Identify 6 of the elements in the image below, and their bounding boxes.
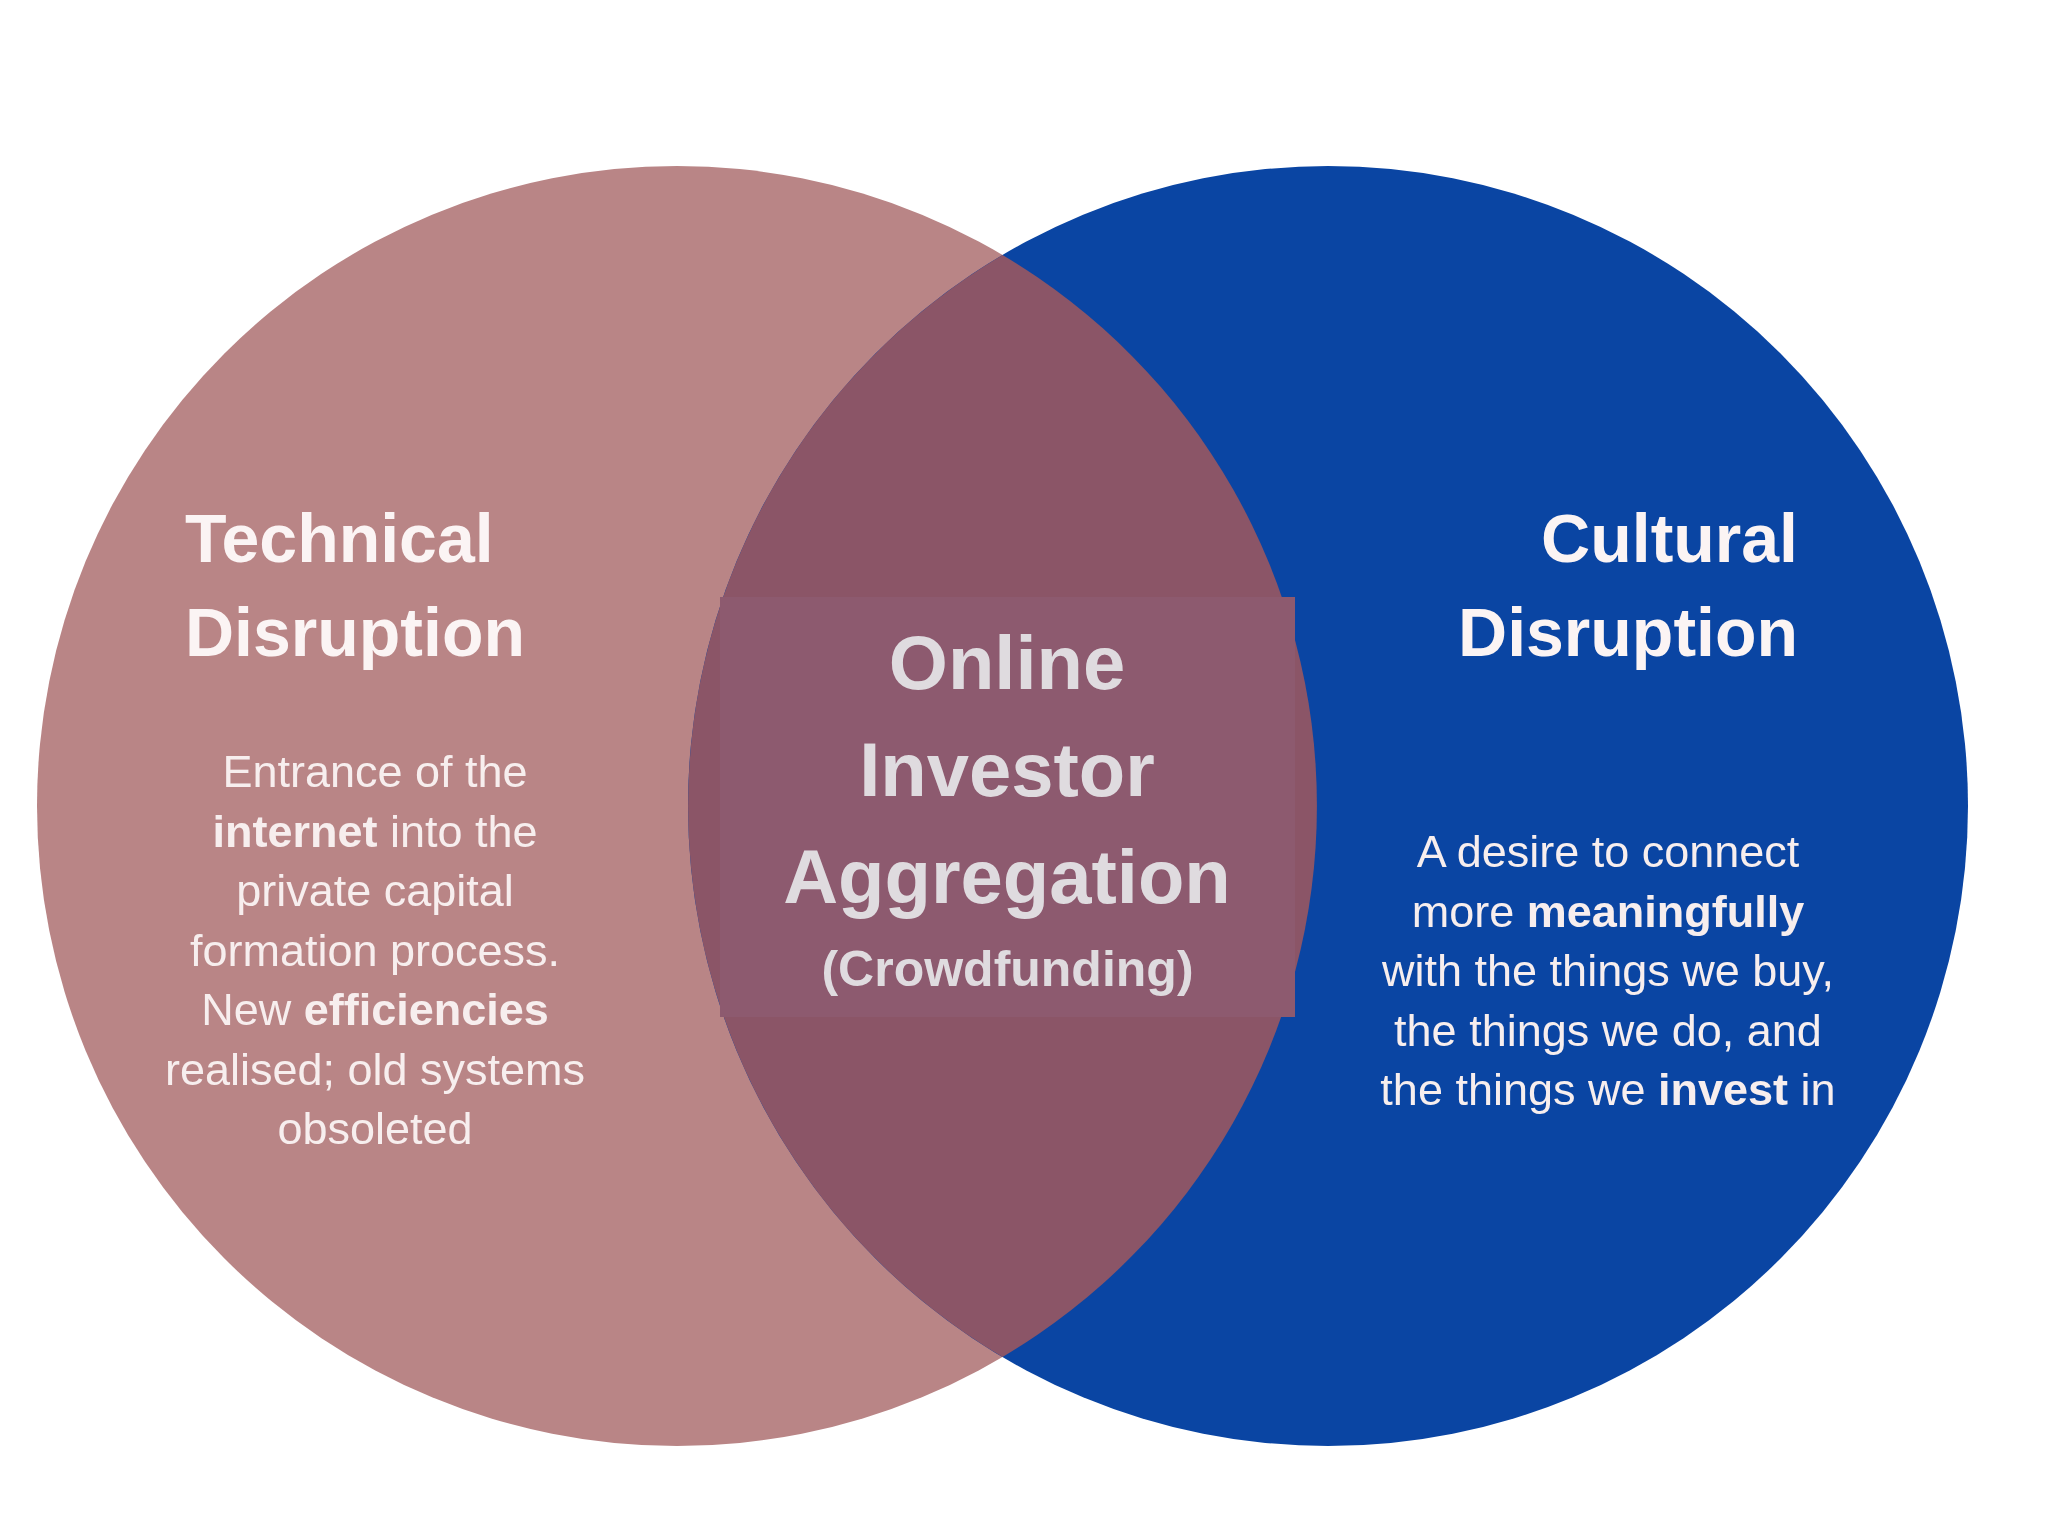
circle-description: A desire to connect more meaningfully with the things we buy, the things we do, and the things we invest in xyxy=(1379,825,1837,1117)
circle-description: Entrance of the internet into the private capital formation process. New efficiencies realised; old systems obsoleted xyxy=(163,745,587,1156)
circle-heading: Technical Disruption xyxy=(185,499,526,672)
circle-heading: Cultural Disruption xyxy=(1457,499,1798,672)
overlap-heading: Online Investor Aggregation xyxy=(782,619,1232,921)
overlap-subheading: (Crowdfunding) xyxy=(820,940,1195,999)
